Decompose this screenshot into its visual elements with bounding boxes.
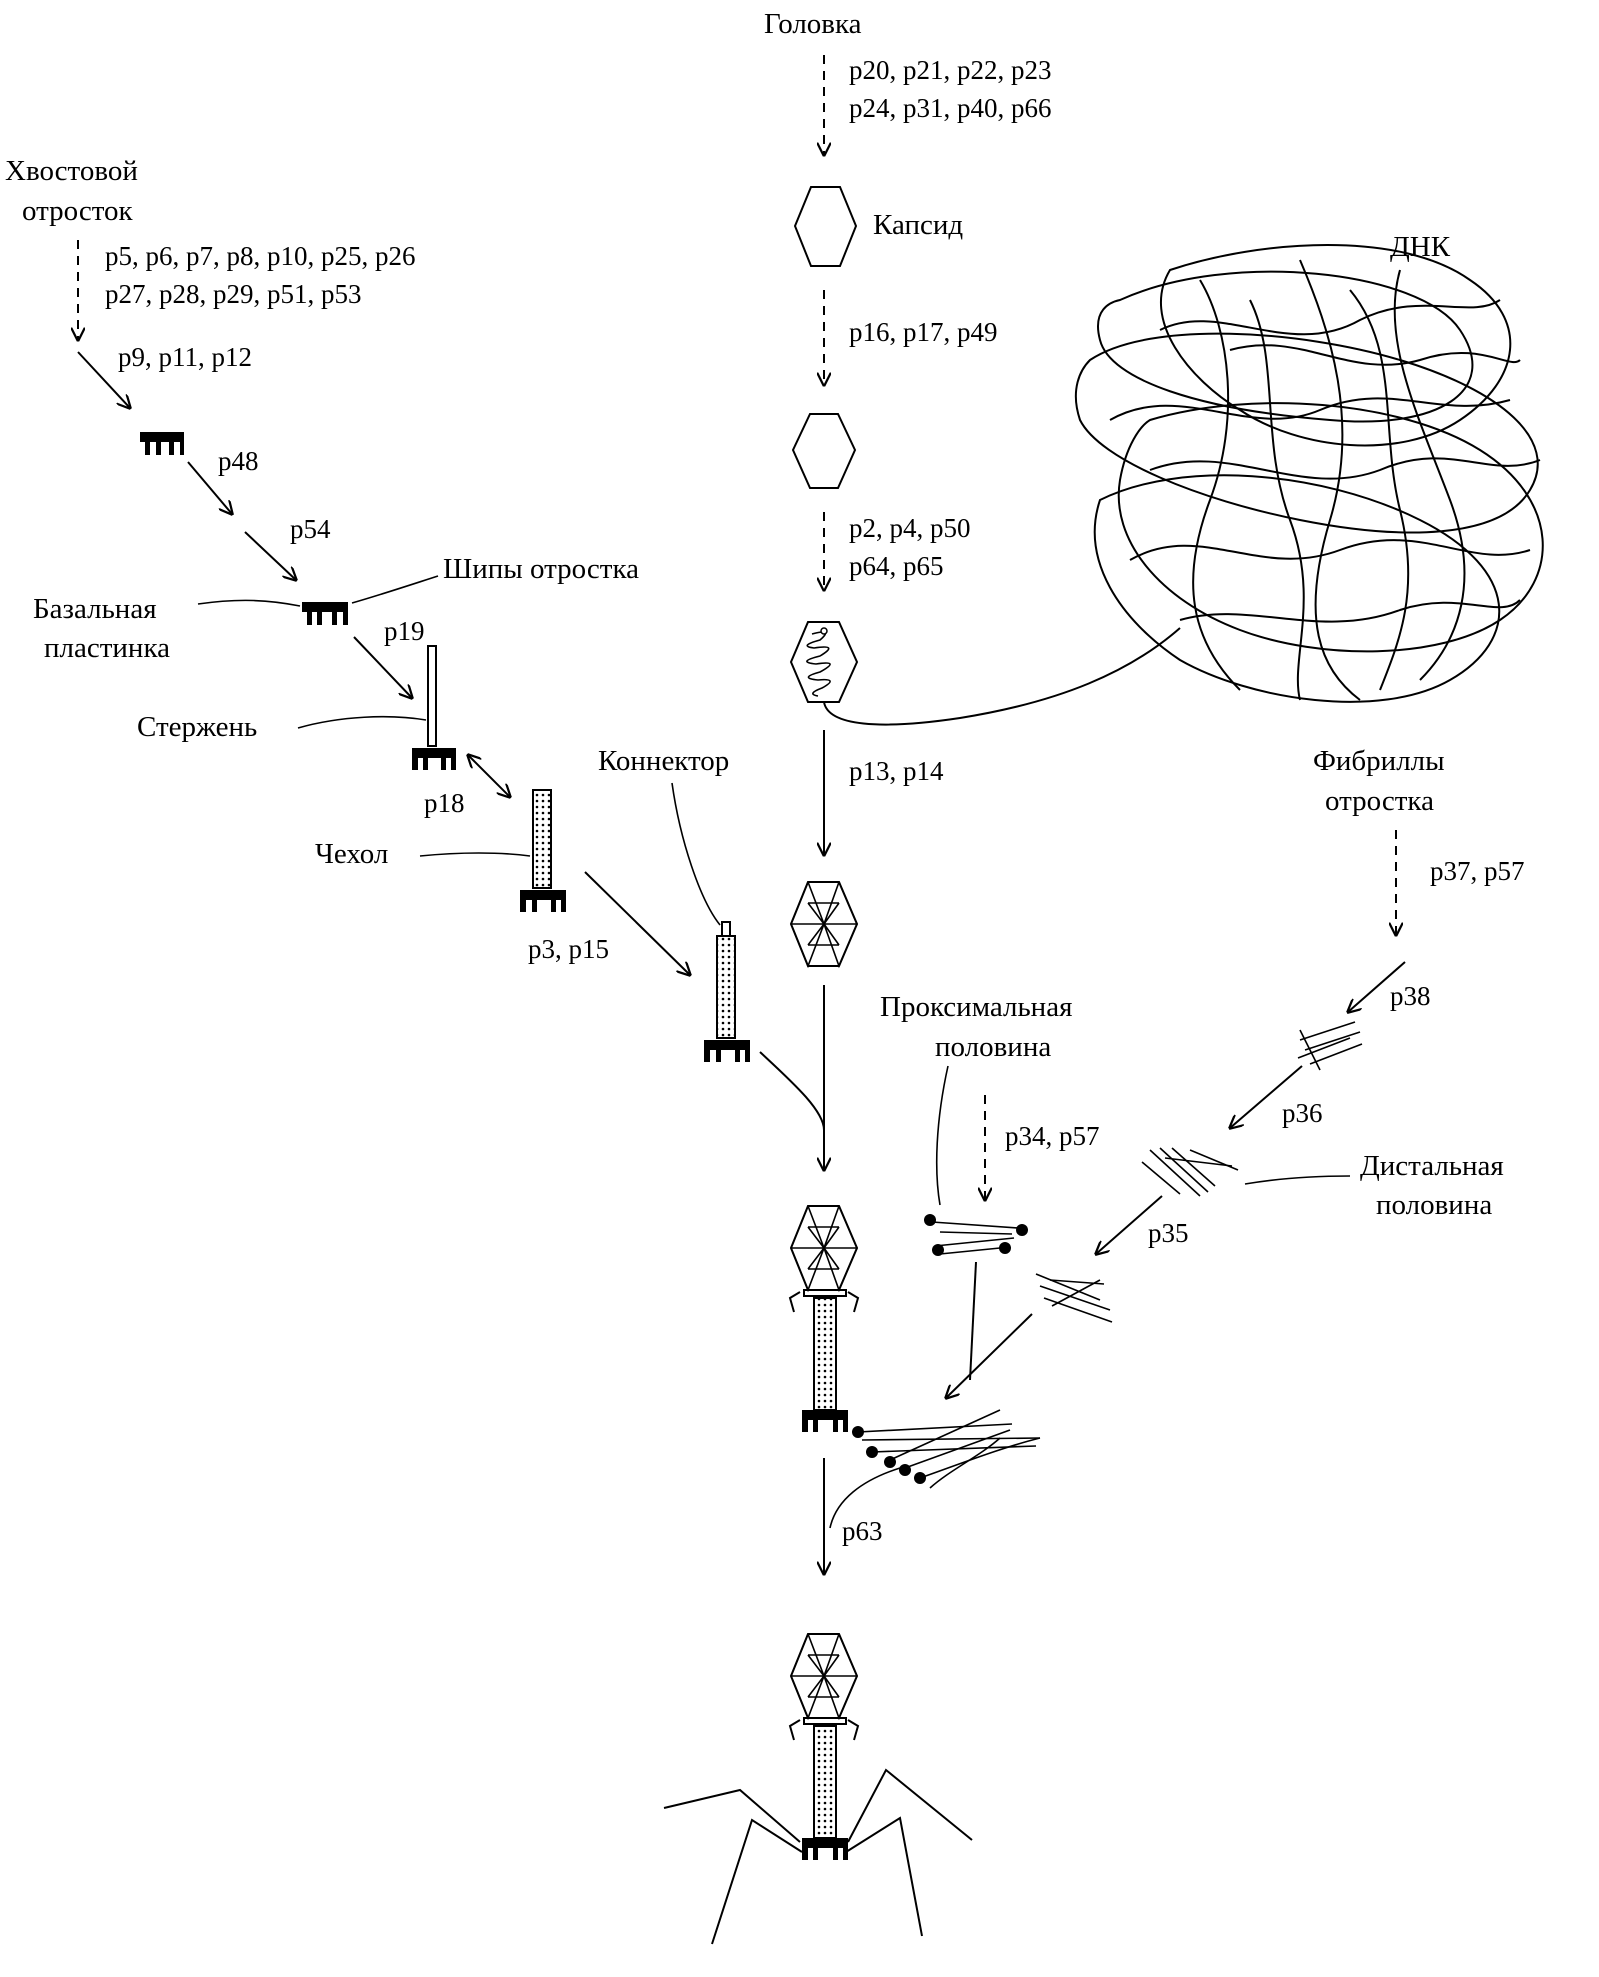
genes-p54: p54 bbox=[290, 514, 331, 544]
genes-p2-line2: p64, p65 bbox=[849, 551, 944, 581]
tail-title-line2: отросток bbox=[22, 195, 134, 227]
complete-phage-icon bbox=[663, 1633, 973, 1945]
mature-head-icon bbox=[789, 881, 859, 969]
arrow-tail-to-assembly bbox=[759, 1051, 825, 1131]
genes-p34: p34, p57 bbox=[1005, 1121, 1100, 1151]
arrow-p54 bbox=[244, 531, 296, 580]
fiber-segment-icon-1 bbox=[1297, 1021, 1363, 1071]
distal-pointer bbox=[1244, 1175, 1351, 1185]
genes-p48: p48 bbox=[218, 446, 259, 476]
genes-p2-line1: p2, p4, p50 bbox=[849, 513, 971, 543]
head-genes-line1: p20, p21, p22, p23 bbox=[849, 55, 1052, 85]
genes-p63: p63 bbox=[842, 1516, 883, 1546]
baseplate-pointer bbox=[197, 599, 301, 607]
sheath-label: Чехол bbox=[315, 838, 388, 870]
arrow-p3 bbox=[584, 871, 690, 975]
arrow-p48 bbox=[187, 461, 232, 514]
baseplate-icon bbox=[302, 602, 348, 625]
arrow-p35 bbox=[1096, 1195, 1163, 1254]
genes-p36: p36 bbox=[1282, 1098, 1323, 1128]
tail-genes-line1: p5, p6, p7, p8, p10, p25, p26 bbox=[105, 241, 416, 271]
distal-label-line2: половина bbox=[1376, 1189, 1492, 1221]
complete-fiber-bundle-icon bbox=[852, 1409, 1041, 1489]
genes-p9: p9, p11, p12 bbox=[118, 342, 252, 372]
proximal-half-icon bbox=[924, 1214, 1028, 1256]
arrow-p19 bbox=[353, 636, 412, 698]
genes-p38: p38 bbox=[1390, 981, 1431, 1011]
spikes-pointer bbox=[351, 575, 439, 604]
dna-filled-head-icon bbox=[789, 621, 1181, 726]
arrow-fibers-merge bbox=[946, 1313, 1033, 1398]
arrow-proximal-down-line bbox=[969, 1261, 977, 1381]
distal-half-icon bbox=[1141, 1147, 1239, 1197]
fibers-title-line1: Фибриллы bbox=[1313, 745, 1445, 777]
arrow-p18 bbox=[468, 755, 510, 797]
connector-pointer bbox=[671, 782, 721, 926]
capsid-icon bbox=[793, 186, 858, 267]
connector-label: Коннектор bbox=[598, 745, 729, 777]
fiber-attach-pointer bbox=[829, 1467, 901, 1529]
dna-tangle-icon bbox=[1074, 244, 1544, 703]
spikes-label: Шипы отростка bbox=[443, 553, 639, 585]
genes-p37: p37, p57 bbox=[1430, 856, 1525, 886]
fiber-branch: Фибриллы отростка p37, p57 p38 p36 Диста… bbox=[824, 745, 1525, 1574]
rod-assembly-icon bbox=[412, 645, 456, 770]
proximal-label-line1: Проксимальная bbox=[880, 991, 1072, 1023]
tail-genes-line2: p27, p28, p29, p51, p53 bbox=[105, 279, 362, 309]
fiber-segment-icon-3 bbox=[1035, 1273, 1113, 1323]
proximal-label-line2: половина bbox=[935, 1031, 1051, 1063]
arrow-p36 bbox=[1230, 1065, 1303, 1128]
tail-title-line1: Хвостовой bbox=[5, 155, 138, 187]
prohead-icon bbox=[791, 413, 857, 489]
fibers-title-line2: отростка bbox=[1325, 785, 1434, 817]
sheath-assembly-icon bbox=[520, 789, 566, 912]
capsid-label: Капсид bbox=[873, 209, 963, 241]
head-branch: Головка p20, p21, p22, p23 p24, p31, p40… bbox=[764, 8, 1544, 1170]
genes-p19: p19 bbox=[384, 616, 425, 646]
baseplate-wedge-icon bbox=[140, 432, 184, 455]
genes-p18: p18 bbox=[424, 788, 465, 818]
arrow-p38 bbox=[1348, 961, 1406, 1012]
head-genes-line2: p24, p31, p40, p66 bbox=[849, 93, 1052, 123]
genes-p35: p35 bbox=[1148, 1218, 1189, 1248]
genes-p3: p3, p15 bbox=[528, 934, 609, 964]
genes-p16: p16, p17, p49 bbox=[849, 317, 998, 347]
head-tail-assembly-icon bbox=[788, 1205, 860, 1432]
distal-label-line1: Дистальная bbox=[1360, 1150, 1504, 1182]
rod-pointer bbox=[297, 715, 427, 729]
dna-label: ДНК bbox=[1390, 231, 1451, 263]
sheath-pointer bbox=[419, 852, 531, 857]
baseplate-label-line2: пластинка bbox=[44, 632, 170, 664]
tail-branch: Хвостовой отросток p5, p6, p7, p8, p10, … bbox=[5, 155, 825, 1131]
arrow-p9 bbox=[77, 351, 130, 408]
genes-p13: p13, p14 bbox=[849, 756, 944, 786]
rod-label: Стержень bbox=[137, 711, 257, 743]
proximal-pointer bbox=[935, 1065, 949, 1206]
baseplate-label-line1: Базальная bbox=[33, 593, 157, 625]
head-title: Головка bbox=[764, 8, 862, 40]
complete-tail-icon bbox=[704, 921, 750, 1062]
